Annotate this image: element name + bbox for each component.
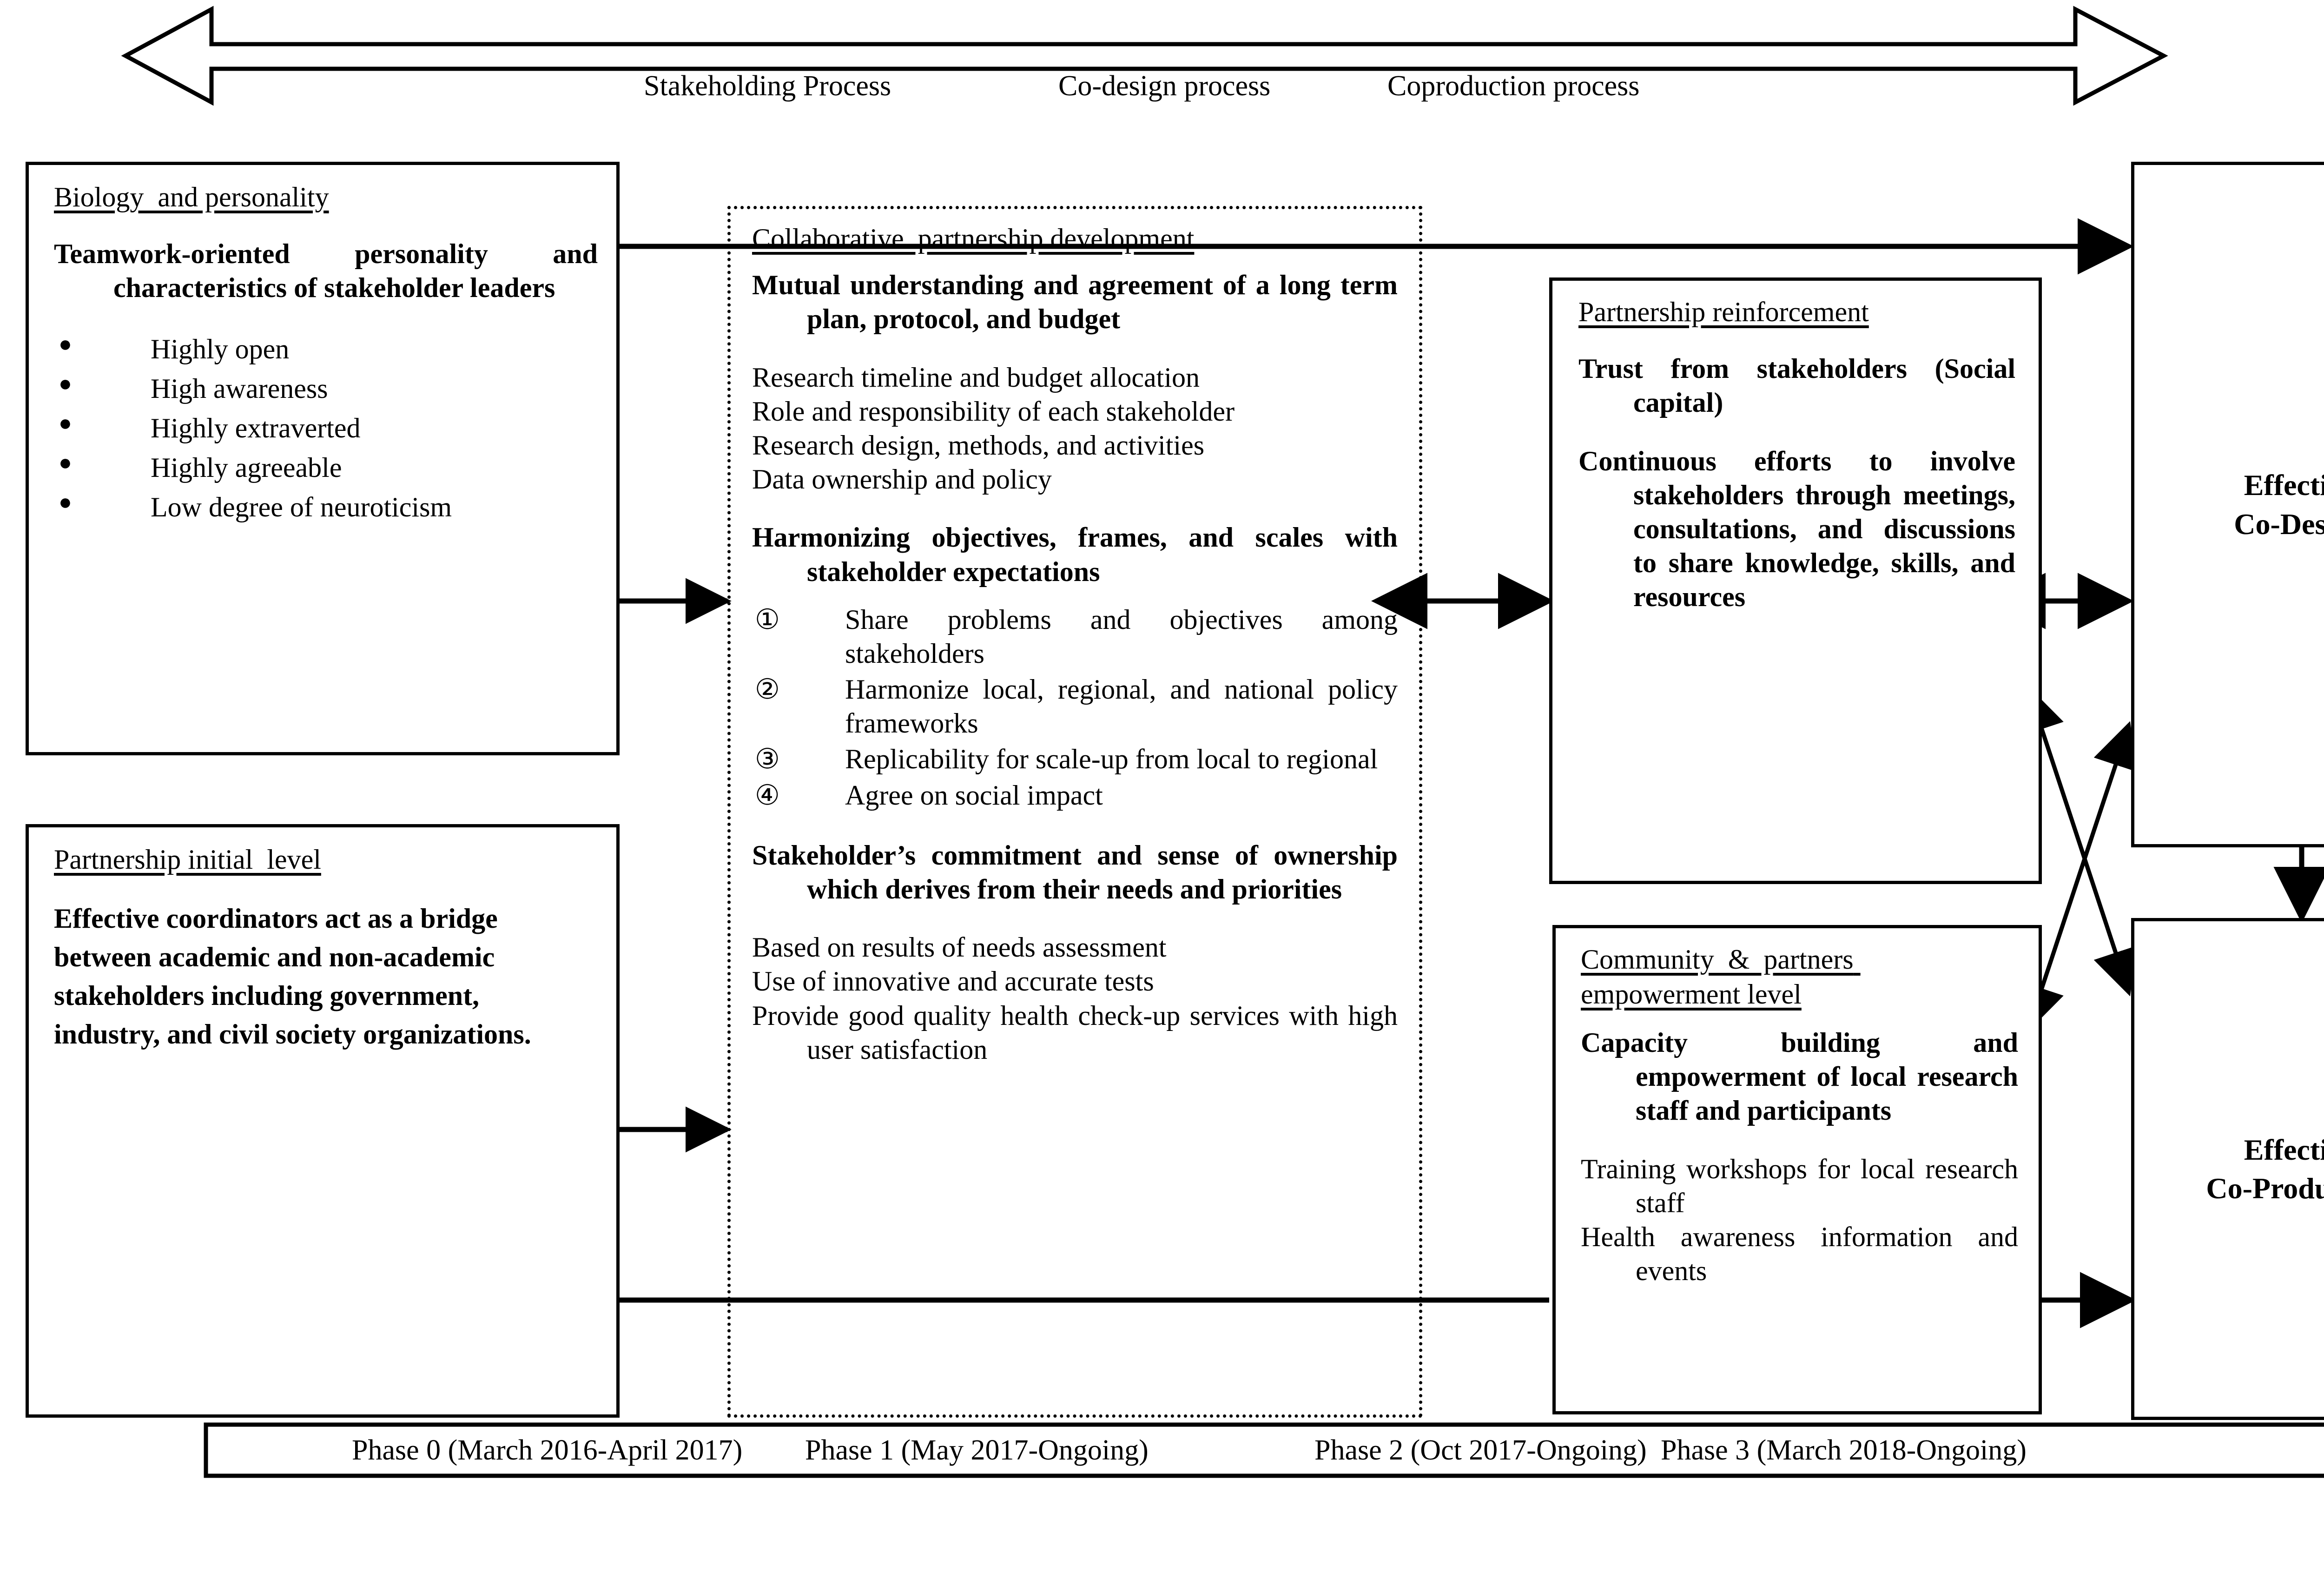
collaborative-box-bold-commitment: Stakeholder’s commitment and sense of ow… [752, 839, 1398, 905]
partnership-initial-box-header: Partnership initial level [54, 844, 321, 875]
collaborative-box-bold-harmonizing: Harmonizing objectives, frames, and scal… [752, 522, 1398, 587]
collaborative-box-plain-item: Use of innovative and accurate tests [752, 966, 1154, 997]
list-item-label: Harmonize local, regional, and national … [845, 674, 1398, 739]
reinforcement-box-header: Partnership reinforcement [1578, 297, 1869, 327]
biology-and-personality-box: Biology and personality Teamwork-oriente… [26, 162, 620, 755]
connector-cross-arrows [2020, 685, 2138, 1032]
reinforcement-box-trust-text: Trust from stakeholders (Social capital) [1578, 353, 2015, 418]
collaborative-partnership-development-box: Collaborative partnership development Mu… [727, 206, 1422, 1418]
circled-number-1-icon: ① [755, 604, 780, 635]
partnership-reinforcement-box: Partnership reinforcement Trust from sta… [1549, 277, 2042, 884]
top-banner-label-codesign: Co-design process [1058, 70, 1271, 102]
bottom-banner-phase-0: Phase 0 (March 2016-April 2017) [352, 1434, 743, 1466]
co-production-label: Effective Co-Production [2206, 1133, 2324, 1205]
top-banner-label-coproduction: Coproduction process [1387, 70, 1640, 102]
co-design-label: Effective Co-Design [2234, 469, 2324, 541]
biology-box-bold-text: Teamwork-oriented personality and charac… [54, 238, 598, 304]
collaborative-box-plain-item: Research design, methods, and activities [752, 429, 1205, 461]
collaborative-box-numbered-list: ① Share problems and objectives among st… [752, 603, 1398, 812]
partnership-initial-box-text: Effective coordinators act as a bridge b… [54, 903, 531, 1050]
list-item-label: Agree on social impact [845, 779, 1103, 811]
list-item: Highly extraverted [54, 408, 598, 448]
effective-co-production-box: Effective Co-Production [2131, 918, 2324, 1420]
list-item: High awareness [54, 368, 598, 409]
empowerment-box-training-text: Training workshops for local research st… [1581, 1153, 2018, 1218]
list-item: Highly open [54, 329, 598, 369]
biology-box-header: Biology and personality [54, 182, 329, 212]
partnership-initial-level-box: Partnership initial level Effective coor… [26, 824, 620, 1418]
list-item-label: Share problems and objectives among stak… [845, 604, 1398, 669]
collaborative-box-plain-item: Research timeline and budget allocation [752, 362, 1200, 393]
empowerment-box-header: Community & partners empowerment level [1581, 944, 1861, 1010]
empowerment-box-health-awareness-text: Health awareness information and events [1581, 1221, 2018, 1287]
collaborative-box-plain-item: Data ownership and policy [752, 464, 1052, 495]
top-banner-label-stakeholding: Stakeholding Process [644, 70, 891, 102]
effective-co-design-box: Effective Co-Design [2131, 162, 2324, 847]
circled-number-3-icon: ③ [755, 744, 780, 775]
circled-number-2-icon: ② [755, 674, 780, 705]
collaborative-box-plain-item: Provide good quality health check-up ser… [752, 1000, 1398, 1065]
list-item: ② Harmonize local, regional, and nationa… [752, 673, 1398, 740]
bottom-banner-phase-1: Phase 1 (May 2017-Ongoing) [805, 1434, 1149, 1466]
collaborative-box-plain-item: Role and responsibility of each stakehol… [752, 396, 1235, 427]
biology-box-bullet-list: Highly open High awareness Highly extrav… [54, 329, 598, 528]
circled-number-4-icon: ④ [755, 779, 780, 811]
bottom-banner-phase-3: Phase 3 (March 2018-Ongoing) [1661, 1434, 2027, 1466]
list-item: ④ Agree on social impact [752, 779, 1398, 812]
empowerment-box-capacity-text: Capacity building and empowerment of loc… [1581, 1027, 2018, 1126]
collaborative-box-header: Collaborative partnership development [752, 223, 1195, 254]
reinforcement-box-continuous-efforts-text: Continuous efforts to involve stakeholde… [1578, 445, 2015, 613]
collaborative-box-bold-plan: Mutual understanding and agreement of a … [752, 270, 1398, 335]
list-item: ① Share problems and objectives among st… [752, 603, 1398, 671]
collaborative-box-plain-item: Based on results of needs assessment [752, 932, 1167, 963]
list-item: ③ Replicability for scale-up from local … [752, 742, 1398, 776]
list-item: Highly agreeable [54, 447, 598, 488]
community-partners-empowerment-box: Community & partners empowerment level C… [1552, 925, 2042, 1414]
list-item: Low degree of neuroticism [54, 487, 598, 527]
bottom-banner-phase-2: Phase 2 (Oct 2017-Ongoing) [1314, 1434, 1647, 1466]
list-item-label: Replicability for scale-up from local to… [845, 744, 1378, 775]
